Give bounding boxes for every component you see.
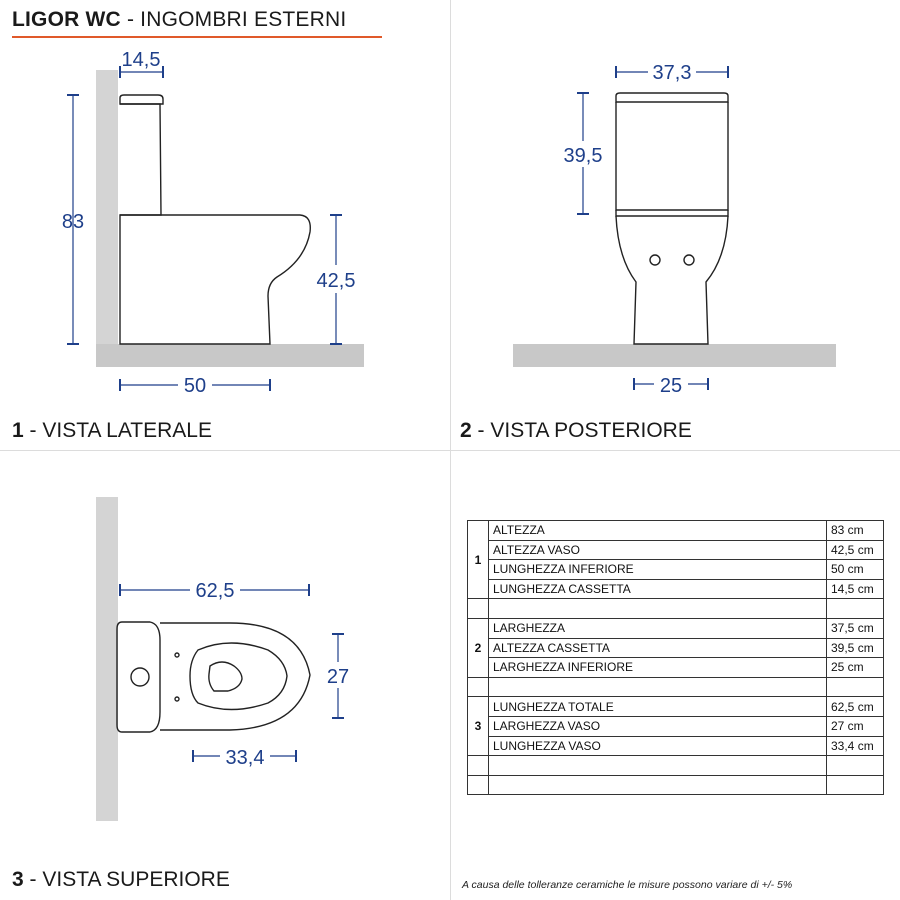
dim-total-height: 83: [62, 94, 84, 345]
table-row: LARGHEZZA VASO 27 cm: [468, 715, 884, 737]
spec-value: 14,5 cm: [826, 578, 884, 600]
toilet-top-outline: [116, 621, 311, 733]
label-total-height: 83: [62, 211, 84, 233]
label-base-length: 50: [184, 375, 206, 397]
spec-value: 50 cm: [826, 559, 884, 580]
toilet-rear-outline: [615, 92, 729, 345]
page-title: LIGOR WC - INGOMBRI ESTERNI: [12, 8, 346, 32]
dim-bowl-length: 33,4: [192, 744, 297, 769]
view-label-side: 1 - VISTA LATERALE: [12, 419, 212, 442]
title-underline: [12, 36, 382, 38]
tolerance-footnote: A causa delle tolleranze ceramiche le mi…: [462, 879, 793, 891]
dim-bowl-height: 42,5: [310, 214, 362, 345]
view-label-top: 3 - VISTA SUPERIORE: [12, 868, 230, 891]
floor: [513, 344, 836, 367]
wall: [96, 70, 118, 346]
label-total-length: 62,5: [196, 580, 235, 602]
label-bowl-length: 33,4: [226, 747, 265, 769]
brand-name: LIGOR WC: [12, 8, 121, 31]
dim-total-length: 62,5: [119, 578, 310, 602]
page-subtitle: - INGOMBRI ESTERNI: [120, 8, 347, 31]
table-row: 2 LARGHEZZA 37,5 cm: [467, 617, 884, 678]
table-row: LUNGHEZZA CASSETTA 14,5 cm: [468, 578, 884, 600]
spec-label: LUNGHEZZA INFERIORE: [488, 559, 827, 580]
table-row-empty: [467, 774, 884, 796]
wall: [96, 497, 118, 821]
table-row: 3 LUNGHEZZA TOTALE 62,5 cm: [467, 696, 884, 757]
floor: [96, 344, 364, 367]
group-number: 1: [467, 519, 489, 600]
dim-cistern-depth: 14,5: [119, 49, 164, 78]
spec-label: LUNGHEZZA VASO: [488, 735, 827, 757]
label-cistern-height: 39,5: [564, 145, 603, 167]
spec-label: ALTEZZA CASSETTA: [488, 637, 827, 659]
spec-label: ALTEZZA VASO: [488, 539, 827, 561]
table-row-empty: [467, 676, 884, 698]
table-row: 1 ALTEZZA 83 cm: [467, 519, 884, 600]
label-bowl-width: 27: [327, 666, 349, 688]
dim-base-length: 50: [119, 373, 271, 397]
specifications-table: 1 ALTEZZA 83 cm ALTEZZA VASO 42,5 cm LUN…: [467, 519, 884, 796]
dim-rear-base-width: 25: [633, 372, 709, 397]
dim-cistern-height: 39,5: [558, 92, 608, 215]
table-row: LUNGHEZZA INFERIORE 50 cm: [468, 559, 884, 580]
spec-value: 25 cm: [826, 657, 884, 678]
table-row-empty: [467, 598, 884, 619]
spec-label: ALTEZZA: [488, 520, 827, 541]
spec-label: LARGHEZZA: [488, 617, 827, 639]
rear-view: 37,3 39,5 25: [513, 60, 836, 397]
table-row: LUNGHEZZA VASO 33,4 cm: [468, 735, 884, 757]
spec-value: 33,4 cm: [826, 735, 884, 757]
view-label-rear: 2 - VISTA POSTERIORE: [460, 419, 692, 442]
spec-label: LUNGHEZZA CASSETTA: [488, 578, 827, 600]
table-row: LARGHEZZA INFERIORE 25 cm: [468, 657, 884, 678]
dim-rear-width: 37,3: [615, 60, 729, 84]
spec-label: LARGHEZZA INFERIORE: [488, 657, 827, 678]
toilet-side-outline: [119, 94, 311, 345]
spec-value: 27 cm: [826, 715, 884, 737]
horizontal-divider: [0, 450, 900, 451]
spec-value: 62,5 cm: [826, 696, 884, 717]
side-view: 14,5 83 42,5 50: [62, 49, 364, 397]
dim-bowl-width: 27: [318, 633, 358, 719]
group-number: 2: [467, 617, 489, 678]
table-row-empty: [467, 755, 884, 776]
top-view: 62,5 27 33,4: [96, 497, 358, 821]
label-rear-width: 37,3: [653, 62, 692, 84]
spec-label: LARGHEZZA VASO: [488, 715, 827, 737]
spec-value: 39,5 cm: [826, 637, 884, 659]
spec-value: 37,5 cm: [826, 617, 884, 639]
spec-label: LUNGHEZZA TOTALE: [488, 696, 827, 717]
table-row: ALTEZZA VASO 42,5 cm: [468, 539, 884, 561]
table-row: ALTEZZA CASSETTA 39,5 cm: [468, 637, 884, 659]
group-number: 3: [467, 696, 489, 757]
label-bowl-height: 42,5: [317, 270, 356, 292]
spec-value: 42,5 cm: [826, 539, 884, 561]
label-rear-base-width: 25: [660, 375, 682, 397]
label-cistern-depth: 14,5: [122, 49, 161, 71]
spec-value: 83 cm: [826, 520, 884, 541]
